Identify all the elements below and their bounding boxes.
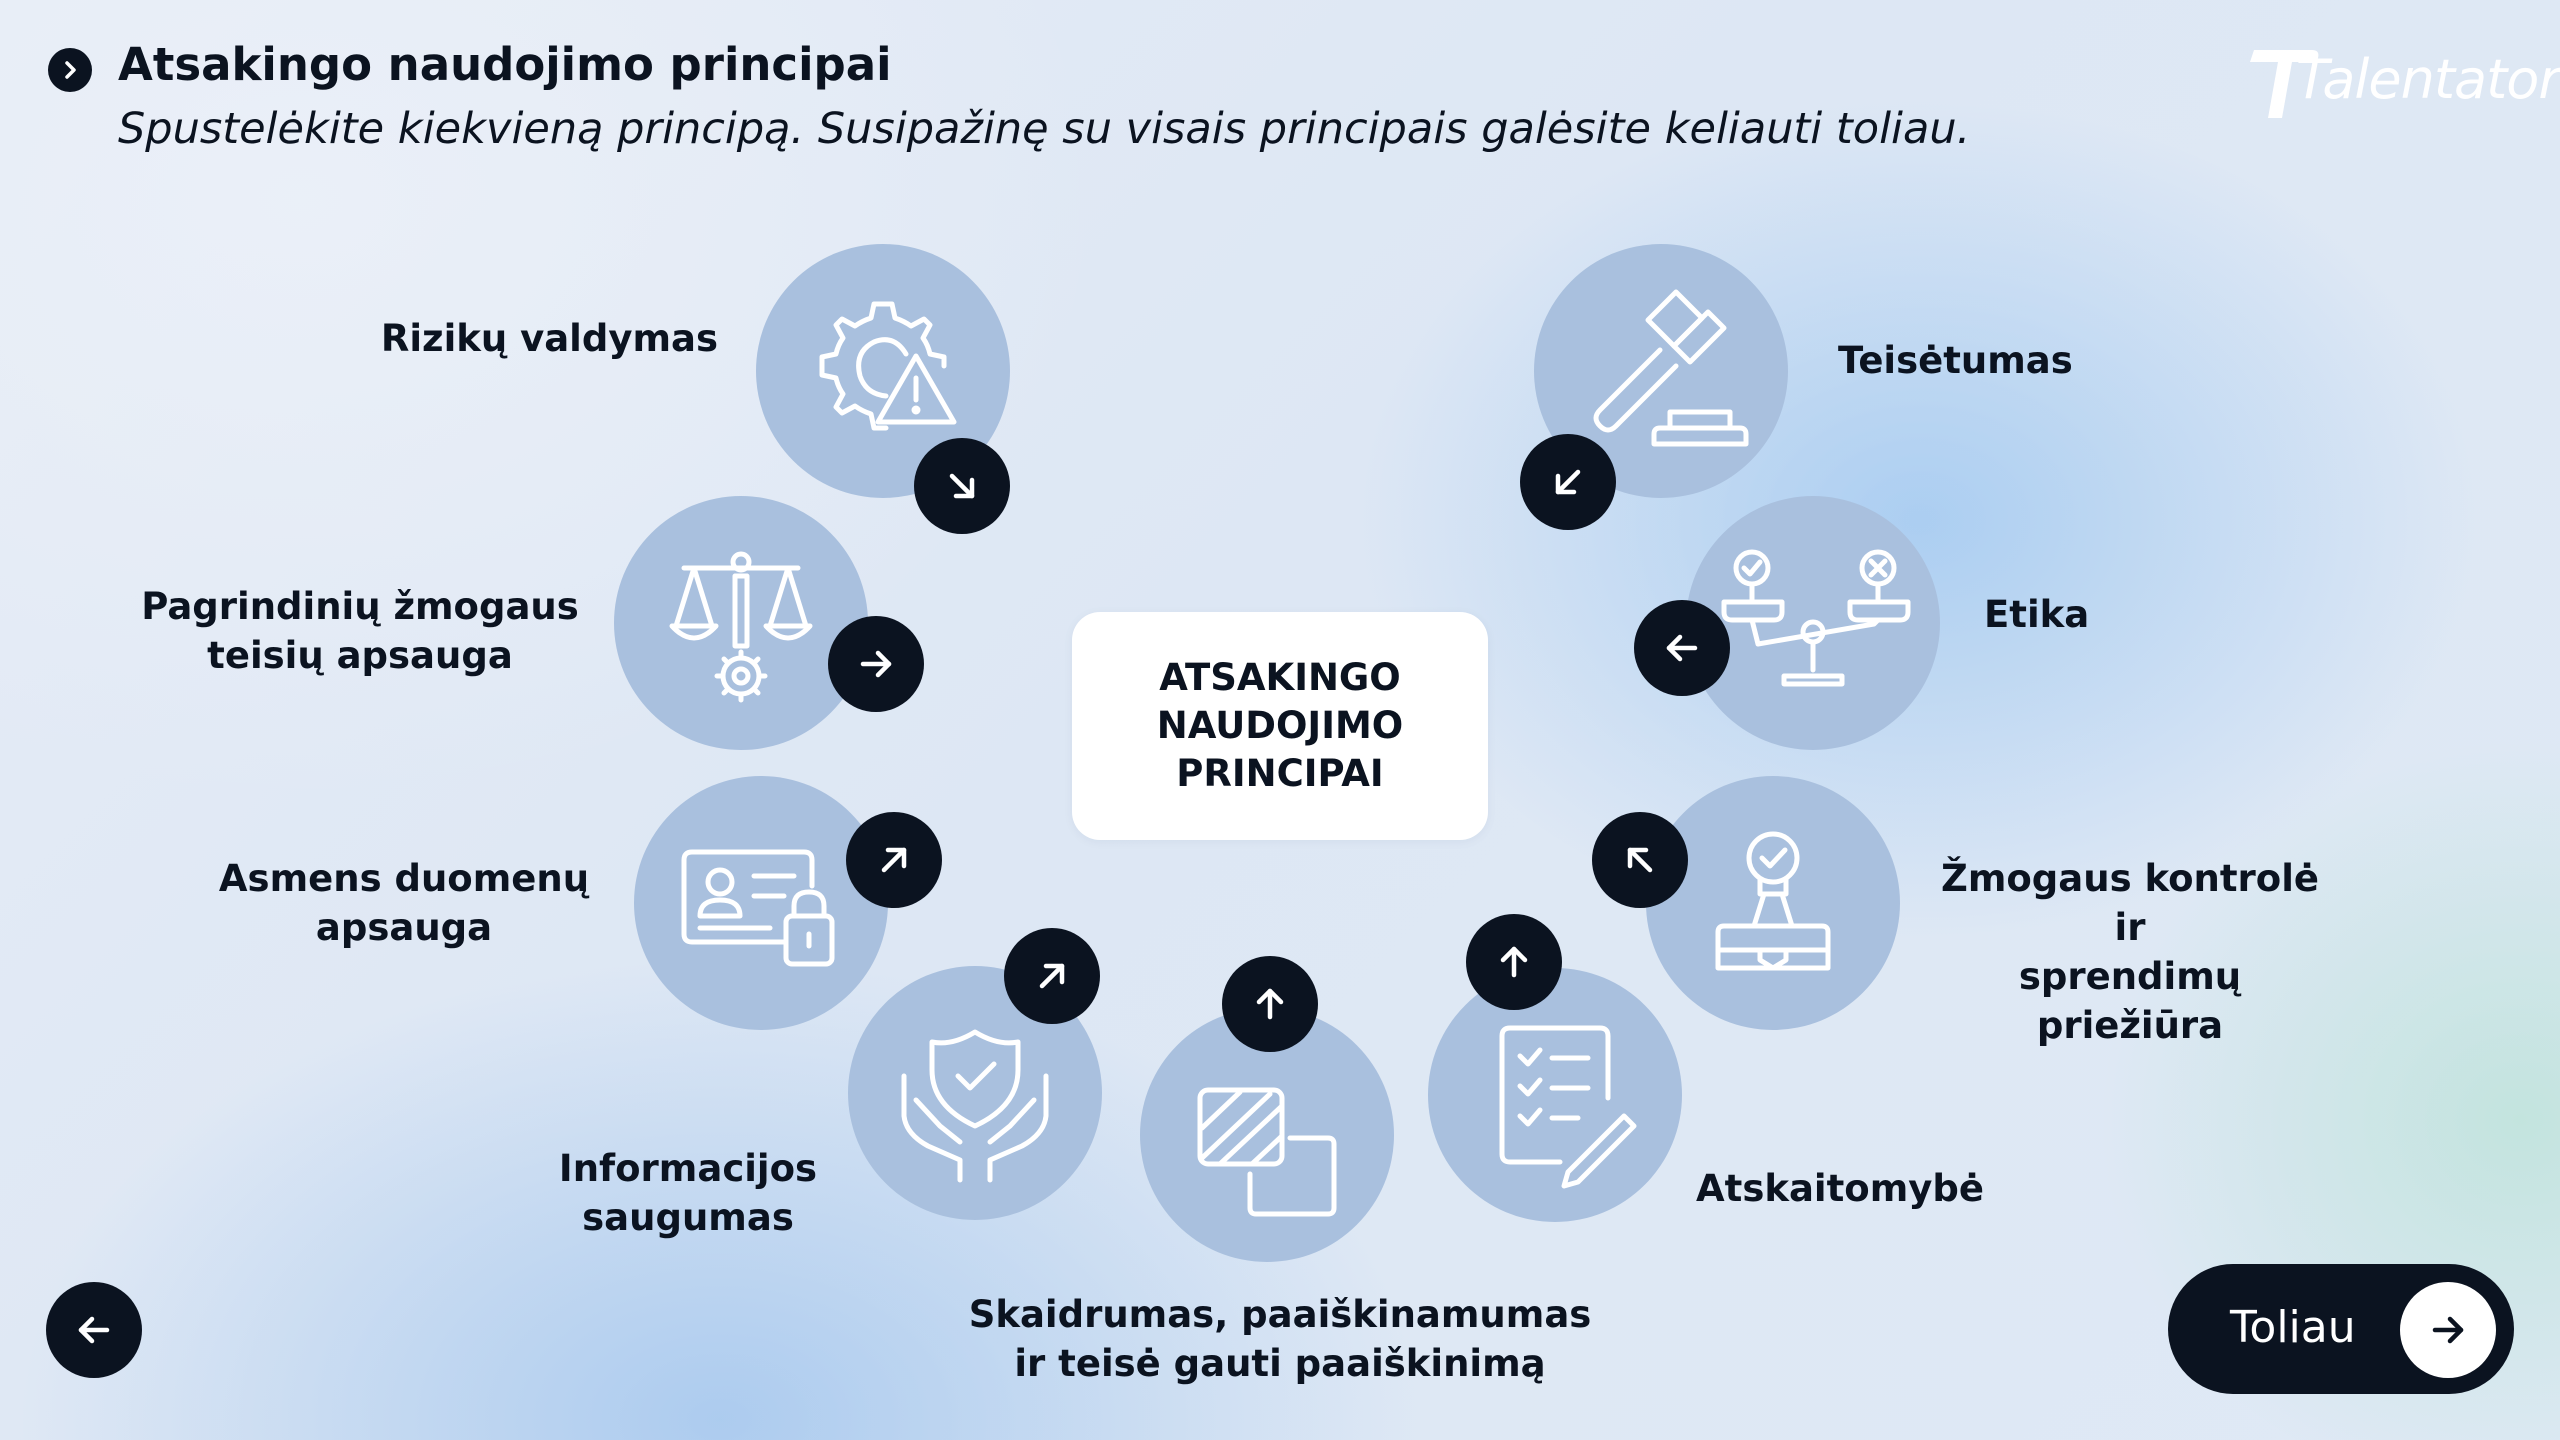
principle-circle[interactable]: [1646, 776, 1900, 1030]
logo-text: Talentator: [2296, 48, 2560, 111]
id-card-lock-icon: [681, 849, 835, 967]
arrow-up-icon: [1500, 946, 1528, 978]
checklist-pen-icon: [1499, 1025, 1637, 1189]
title-chevron-icon: [48, 48, 92, 92]
back-button[interactable]: [46, 1282, 142, 1378]
principle-arrow-button[interactable]: [1466, 914, 1562, 1010]
arrow-left-icon: [78, 1316, 110, 1344]
shield-hands-icon: [901, 1029, 1049, 1183]
principle-circle[interactable]: [634, 776, 888, 1030]
principle-label: Asmens duomenų apsauga: [218, 857, 590, 949]
next-button[interactable]: Toliau: [2168, 1264, 2514, 1394]
principle-arrow-button[interactable]: [1004, 928, 1100, 1024]
principle-label: Žmogaus kontrolė ir sprendimų priežiūra: [1940, 857, 2319, 1047]
arrow-right-icon: [2432, 1316, 2464, 1344]
center-card-label: ATSAKINGO NAUDOJIMO PRINCIPAI: [1156, 656, 1404, 795]
next-arrow-circle: [2400, 1282, 2496, 1378]
arrow-up-right-icon: [881, 847, 907, 873]
principle-arrow-button[interactable]: [914, 438, 1010, 534]
principle-label: Informacijos saugumas: [558, 1147, 818, 1239]
principle-arrow-button[interactable]: [1634, 600, 1730, 696]
page-subtitle: Spustelėkite kiekvieną principą. Susipaž…: [118, 104, 1971, 154]
principle-label: Skaidrumas, paaiškinamumas ir teisė gaut…: [968, 1293, 1592, 1385]
arrow-up-icon: [1256, 988, 1284, 1020]
principle-arrow-button[interactable]: [828, 616, 924, 712]
page-title: Atsakingo naudojimo principai: [118, 38, 892, 91]
principle-arrow-button[interactable]: [1222, 956, 1318, 1052]
scales-gear-icon: [669, 551, 813, 703]
principle-label: Teisėtumas: [1838, 339, 2073, 382]
gear-warning-icon: [819, 301, 957, 431]
principle-circle[interactable]: [1428, 968, 1682, 1222]
arrow-right-icon: [860, 650, 892, 678]
principle-arrow-button[interactable]: [1592, 812, 1688, 908]
principle-label: Etika: [1984, 593, 2090, 636]
principle-circle[interactable]: [1686, 496, 1940, 750]
principle-label: Pagrindinių žmogaus teisių apsauga: [141, 585, 579, 677]
principle-arrow-button[interactable]: [846, 812, 942, 908]
principle-circle[interactable]: [1534, 244, 1788, 498]
principle-arrow-button[interactable]: [1520, 434, 1616, 530]
arrow-down-right-icon: [949, 473, 975, 499]
center-card: ATSAKINGO NAUDOJIMO PRINCIPAI: [1072, 612, 1488, 840]
balance-check-cross-icon: [1721, 549, 1911, 687]
principle-label: Rizikų valdymas: [380, 317, 718, 360]
arrow-down-left-icon: [1555, 469, 1581, 495]
principle-label: Atskaitomybė: [1696, 1167, 1984, 1210]
transparency-squares-icon: [1197, 1087, 1337, 1217]
logo-t-mark-icon: [2250, 50, 2319, 118]
next-button-label: Toliau: [2230, 1302, 2356, 1353]
principle-circle[interactable]: [614, 496, 868, 750]
arrow-left-icon: [1666, 634, 1698, 662]
stamp-check-icon: [1715, 831, 1831, 971]
gavel-icon: [1593, 289, 1749, 447]
arrow-up-right-icon: [1039, 963, 1065, 989]
arrow-up-left-icon: [1627, 847, 1653, 873]
